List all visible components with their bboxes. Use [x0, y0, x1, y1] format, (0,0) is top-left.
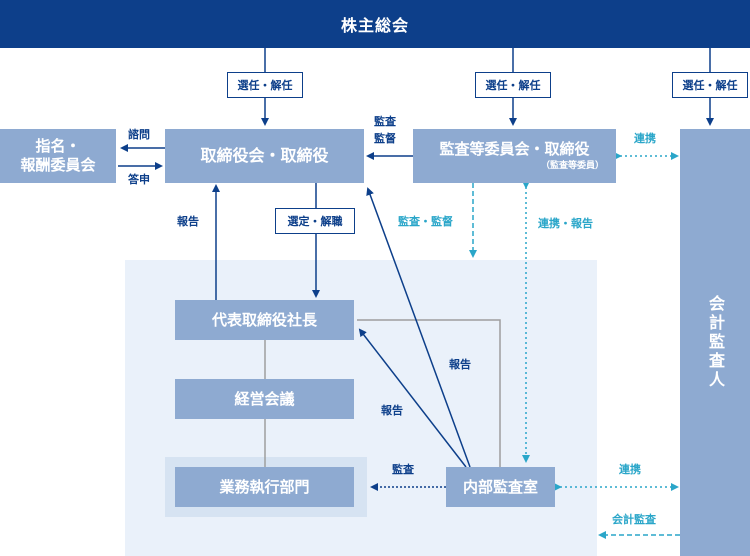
- internal-audit-label: 内部監査室: [462, 477, 538, 496]
- audit-supervise-label: 監査・監督: [398, 215, 453, 228]
- audit-label: 監査: [392, 463, 414, 476]
- accounting-auditor-box: 会計監査人: [680, 129, 750, 556]
- elect-tag-audit: 選任・解任: [475, 72, 551, 98]
- elect-tag-audit-text: 選任・解任: [485, 79, 541, 92]
- consult-label: 諮問: [128, 128, 150, 141]
- board-box: 取締役会・取締役: [165, 129, 364, 183]
- nomination-line2: 報酬委員会: [20, 156, 96, 174]
- audit-committee-box: 監査等委員会・取締役 （監査等委員）: [413, 129, 616, 183]
- appoint-tag: 選定・解職: [275, 208, 355, 234]
- audit-label-line1: 監査: [374, 115, 396, 128]
- elect-tag-accounting: 選任・解任: [672, 72, 748, 98]
- report-left-label: 報告: [177, 215, 199, 228]
- elect-tag-accounting-text: 選任・解任: [682, 79, 738, 92]
- accounting-audit-label: 会計監査: [612, 513, 656, 526]
- shareholders-meeting-header: 株主総会: [0, 0, 750, 48]
- answer-label: 答申: [128, 173, 150, 186]
- report-to-board-line: [366, 187, 471, 468]
- board-label: 取締役会・取締役: [200, 146, 329, 165]
- appoint-tag-text: 選定・解職: [287, 215, 343, 228]
- president-box: 代表取締役社長: [175, 300, 354, 340]
- audit-label-line2: 監督: [374, 132, 396, 145]
- business-division-label: 業務執行部門: [219, 477, 310, 496]
- management-meeting-box: 経営会議: [175, 379, 354, 419]
- elect-tag-board: 選任・解任: [227, 72, 303, 98]
- report-mid1-label: 報告: [449, 358, 471, 371]
- audit-committee-sub-label: （監査等委員）: [540, 160, 604, 171]
- nomination-committee-box: 指名・ 報酬委員会: [0, 129, 116, 183]
- report-mid2-label: 報告: [381, 404, 403, 417]
- audit-committee-label: 監査等委員会・取締役: [439, 140, 590, 158]
- shareholders-meeting-label: 株主総会: [340, 16, 409, 35]
- elect-tag-board-text: 選任・解任: [237, 79, 293, 92]
- business-division-box: 業務執行部門: [175, 467, 354, 507]
- internal-president-elbow: [357, 319, 501, 467]
- nomination-line1: 指名・: [35, 137, 81, 156]
- collab-bottom-label: 連携: [619, 463, 641, 476]
- accounting-auditor-label: 会計監査人: [706, 295, 725, 390]
- report-to-president-line: [358, 328, 467, 468]
- internal-audit-box: 内部監査室: [446, 467, 555, 507]
- management-meeting-label: 経営会議: [234, 389, 295, 408]
- collab-report-label: 連携・報告: [538, 217, 593, 230]
- president-label: 代表取締役社長: [211, 310, 317, 329]
- collab-top-label: 連携: [634, 132, 656, 145]
